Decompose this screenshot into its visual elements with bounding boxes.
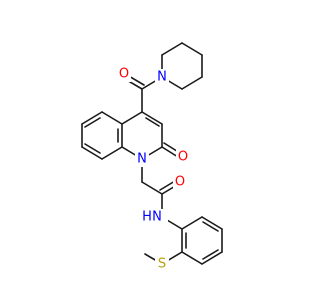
atom-o-lactam: O — [178, 150, 188, 165]
atom-o-ketone: O — [119, 67, 129, 82]
molecule-drawing: O N O N O N H S — [81, 42, 223, 272]
structure-diagram: O N O N O N H S — [81, 42, 223, 272]
atom-label-backgrounds — [117, 66, 190, 272]
atom-n-piperidine: N — [157, 70, 167, 85]
thioanisole-ring — [181, 216, 223, 265]
atom-o-amide: O — [175, 175, 185, 190]
atom-nh-amide: N — [152, 210, 162, 225]
benzo-ring — [81, 111, 123, 160]
atom-s-thioether: S — [158, 257, 166, 272]
atom-h-amide: H — [142, 210, 152, 225]
atom-n-quinoline: N — [137, 152, 147, 167]
